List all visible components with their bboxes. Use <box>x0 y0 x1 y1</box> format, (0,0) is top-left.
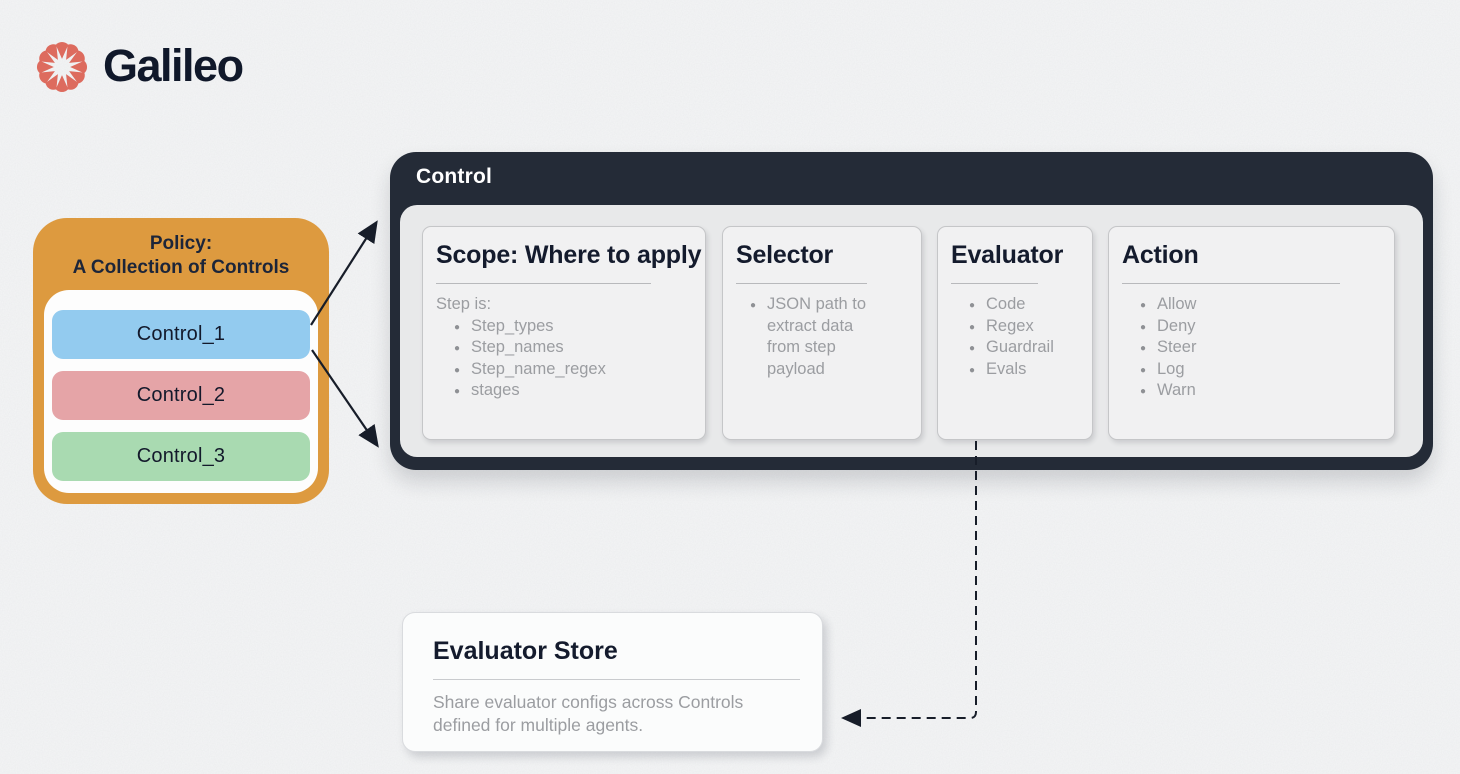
action-bullet-list: Allow Deny Steer Log Warn <box>1122 294 1382 402</box>
bullet-item: JSON path to extract data from step payl… <box>750 294 872 380</box>
policy-title: Policy: A Collection of Controls <box>33 218 329 280</box>
bullet-item: Step_types <box>454 316 693 337</box>
brand-wordmark: Galileo <box>103 39 244 91</box>
bullet-item: Allow <box>1140 294 1382 316</box>
selector-card-body: JSON path to extract data from step payl… <box>736 294 909 380</box>
evaluator-card-body: Code Regex Guardrail Evals <box>951 294 1080 381</box>
galileo-logo: Galileo <box>36 39 244 94</box>
divider <box>951 283 1038 284</box>
evaluator-store-title: Evaluator Store <box>433 637 618 665</box>
selector-card: Selector JSON path to extract data from … <box>722 226 922 440</box>
control-2-pill: Control_2 <box>52 371 310 420</box>
divider <box>1122 283 1340 284</box>
control-panel-body: Scope: Where to apply Step is: Step_type… <box>400 205 1423 457</box>
bullet-item: stages <box>454 380 693 402</box>
bullet-item: Warn <box>1140 380 1382 402</box>
divider <box>433 679 800 680</box>
bullet-item: Log <box>1140 359 1382 380</box>
evaluator-store-description: Share evaluator configs across Controls … <box>433 692 744 735</box>
bullet-item: Code <box>969 294 1080 316</box>
scope-card-body: Step is: Step_types Step_names Step_name… <box>436 294 693 402</box>
action-card: Action Allow Deny Steer Log Warn <box>1108 226 1395 440</box>
policy-title-line2: A Collection of Controls <box>72 257 290 278</box>
control-3-pill: Control_3 <box>52 432 310 481</box>
control-1-pill: Control_1 <box>52 310 310 359</box>
scope-intro: Step is: <box>436 295 492 313</box>
divider <box>436 283 651 284</box>
scope-bullet-list: Step_types Step_names Step_name_regex st… <box>436 316 693 402</box>
evaluator-card: Evaluator Code Regex Guardrail Evals <box>937 226 1093 440</box>
action-card-body: Allow Deny Steer Log Warn <box>1122 294 1382 402</box>
policy-box: Policy: A Collection of Controls Control… <box>33 218 329 504</box>
evaluator-bullet-list: Code Regex Guardrail Evals <box>951 294 1080 381</box>
policy-controls-list: Control_1 Control_2 Control_3 <box>44 290 318 493</box>
evaluator-store-card: Evaluator Store Share evaluator configs … <box>402 612 823 752</box>
bullet-item: Evals <box>969 359 1080 380</box>
control-panel-title: Control <box>416 165 493 188</box>
policy-title-line1: Policy: <box>149 233 213 254</box>
bullet-item: Steer <box>1140 337 1382 359</box>
bullet-item: Step_name_regex <box>454 359 693 380</box>
action-card-title: Action <box>1122 241 1199 269</box>
divider <box>736 283 867 284</box>
scope-card: Scope: Where to apply Step is: Step_type… <box>422 226 706 440</box>
bullet-item: Guardrail <box>969 337 1080 359</box>
scope-card-title: Scope: Where to apply <box>436 241 702 269</box>
galileo-starburst-icon <box>36 41 88 93</box>
selector-bullet-list: JSON path to extract data from step payl… <box>736 294 909 380</box>
bullet-item: Regex <box>969 316 1080 337</box>
selector-card-title: Selector <box>736 241 834 269</box>
evaluator-card-title: Evaluator <box>951 241 1064 269</box>
bullet-item: Deny <box>1140 316 1382 337</box>
bullet-item: Step_names <box>454 337 693 359</box>
control-panel: Control Scope: Where to apply Step is: S… <box>390 152 1433 470</box>
dashed-arrow-evaluator-to-store <box>841 441 977 727</box>
